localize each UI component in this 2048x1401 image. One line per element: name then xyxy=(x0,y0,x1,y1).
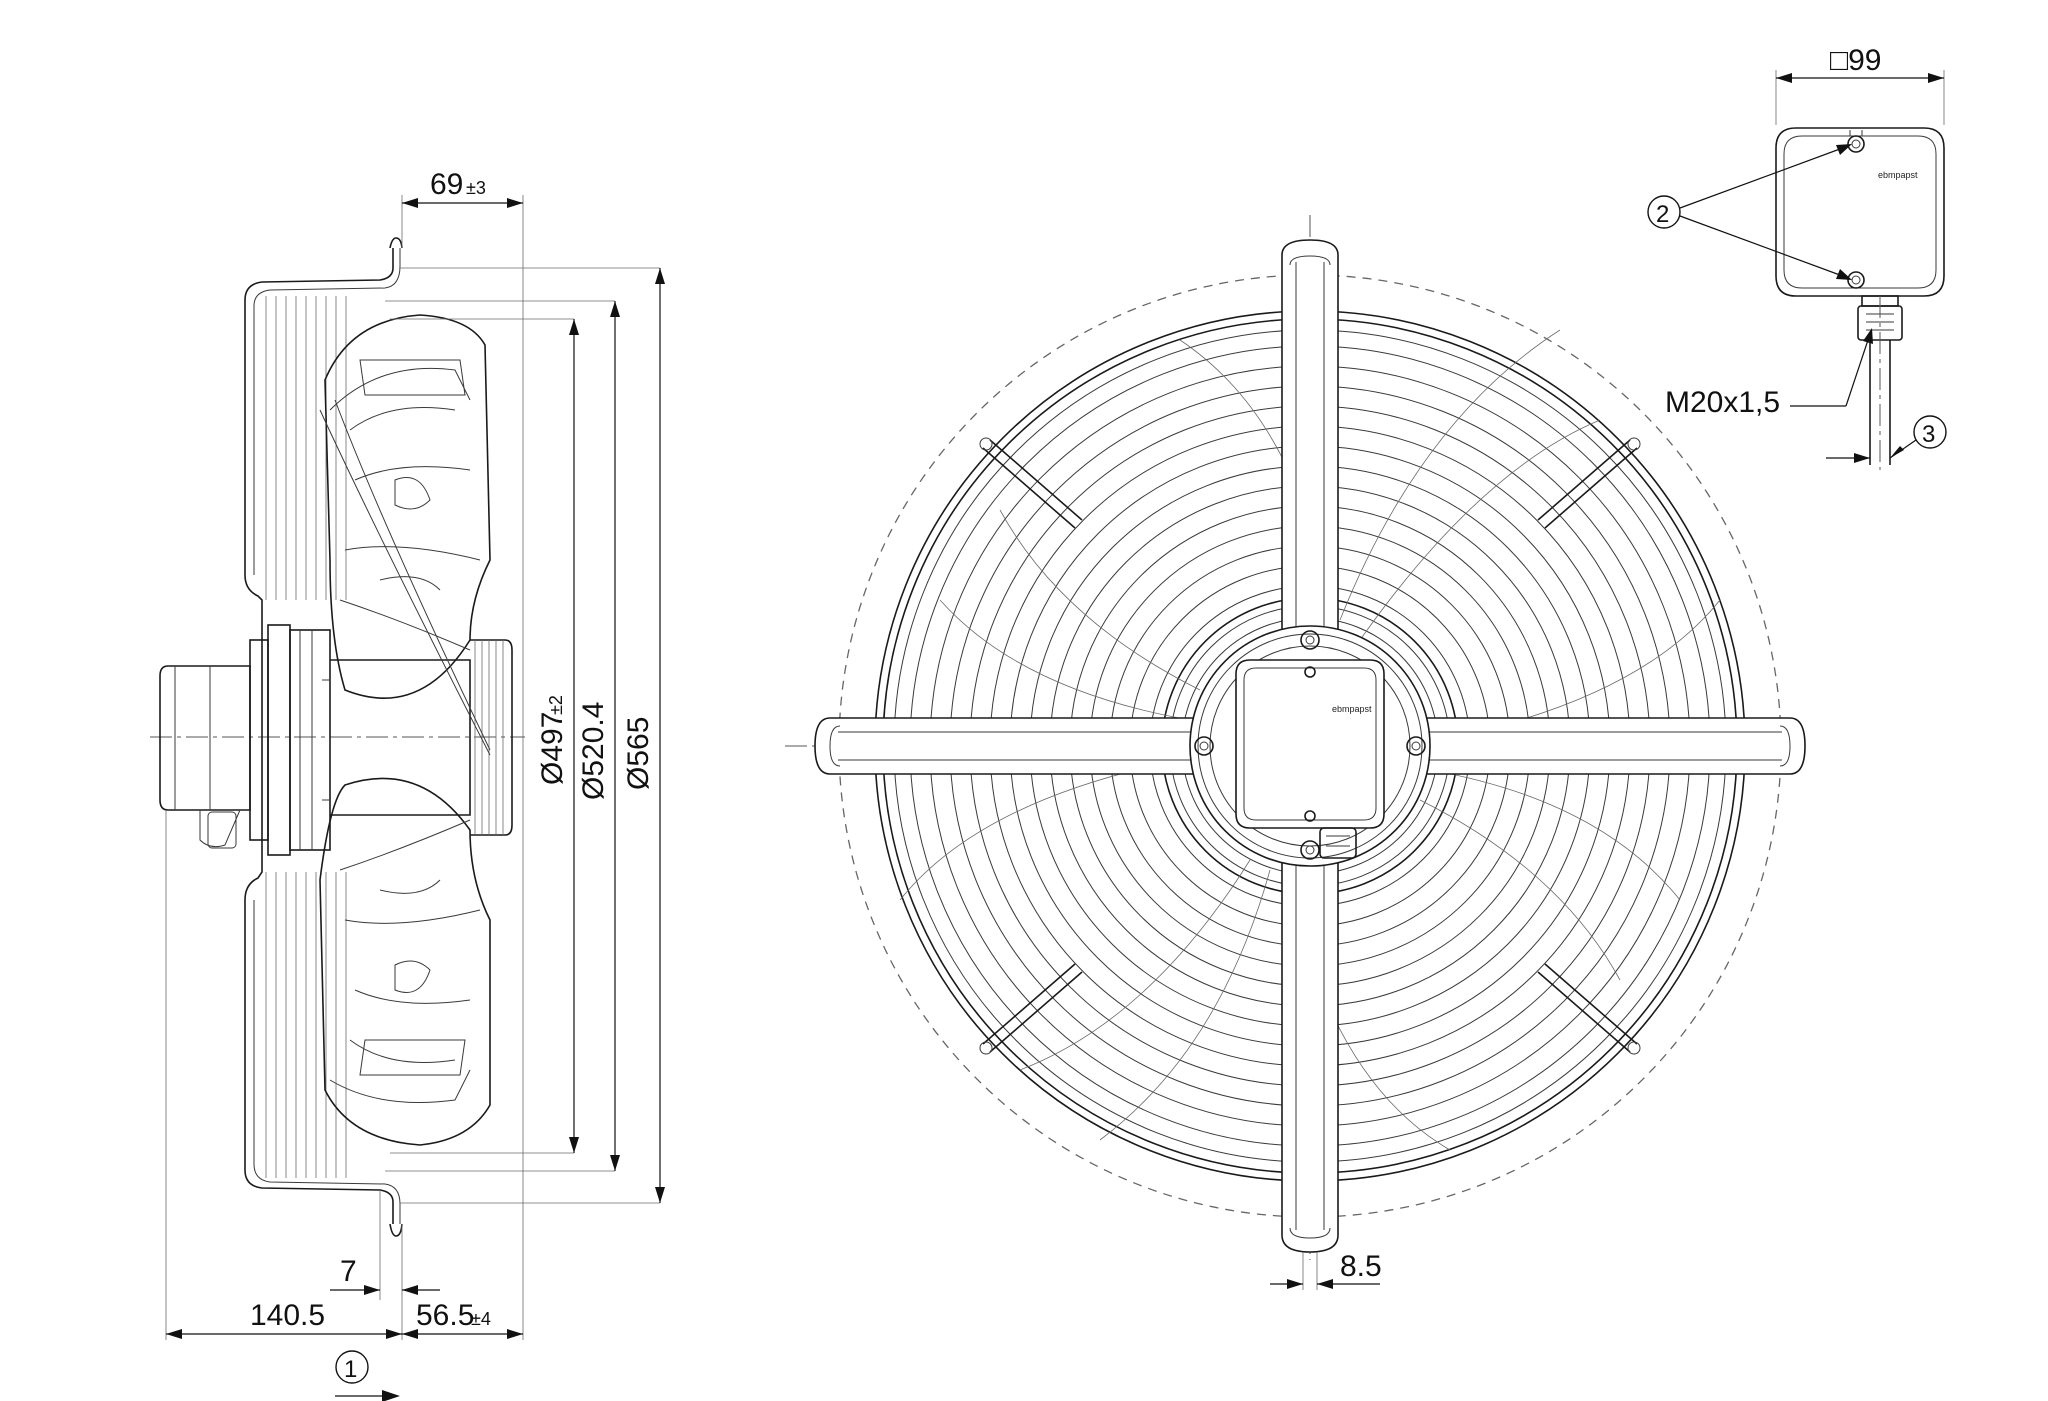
callout-1: 1 xyxy=(344,1356,357,1383)
dim-140-5: 140.5 xyxy=(250,1299,325,1332)
dim-7: 7 xyxy=(340,1255,357,1288)
dim-dia-497: Ø497 xyxy=(536,712,569,785)
dim-dia-565: Ø565 xyxy=(622,717,655,790)
callout-2: 2 xyxy=(1656,201,1669,228)
front-view: ebmpapst 8.5 xyxy=(785,215,1806,1290)
dim-8-5: 8.5 xyxy=(1340,1250,1382,1283)
dim-dia-520: Ø520.4 xyxy=(577,702,610,800)
dim-56-5: 56.5 xyxy=(416,1299,474,1332)
thread-label: M20x1,5 xyxy=(1665,386,1780,419)
brand-mark-box: ebmpapst xyxy=(1878,170,1918,180)
brand-mark-front: ebmpapst xyxy=(1332,704,1372,714)
terminal-box-front xyxy=(1235,659,1385,829)
terminal-box-detail: □99 ebmpapst 2 M20x1,5 3 xyxy=(1647,44,1947,470)
dim-69-value: 69 xyxy=(430,168,463,201)
dim-69-tolerance: ±3 xyxy=(466,178,486,198)
side-view xyxy=(150,195,660,1340)
callout-3: 3 xyxy=(1922,421,1935,448)
rotor-fins xyxy=(474,640,504,835)
side-view-dimensions: 69 ±3 Ø565 Ø520.4 Ø497 ±2 7 140.5 56. xyxy=(166,168,665,1401)
dim-56-5-tolerance: ±4 xyxy=(471,1309,491,1329)
blades-side-upper xyxy=(319,314,491,756)
blades-side-lower xyxy=(319,777,491,1146)
guard-spokes-diagonal xyxy=(979,437,1641,1055)
dim-dia-497-tolerance: ±2 xyxy=(546,695,566,715)
dim-box-99: □99 xyxy=(1830,44,1882,77)
